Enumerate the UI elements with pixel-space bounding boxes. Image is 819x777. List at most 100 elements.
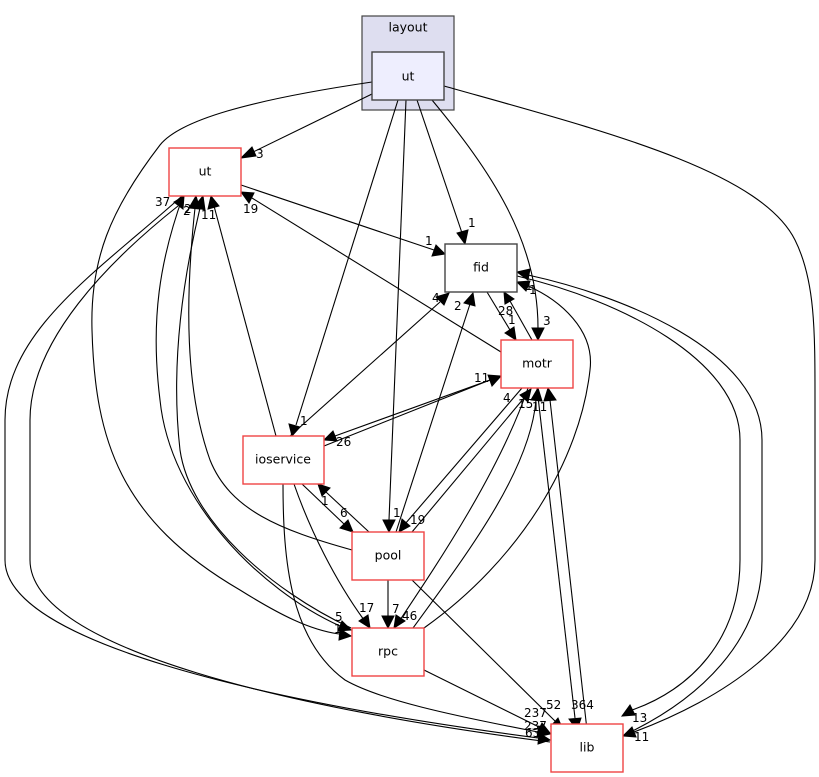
edge-ioservice-to-fid[interactable] bbox=[289, 301, 441, 437]
node-lib[interactable]: lib bbox=[550, 723, 624, 773]
arrowhead bbox=[456, 229, 469, 246]
edge-ioservice-to-lib[interactable] bbox=[282, 483, 539, 733]
node-fid-label: fid bbox=[473, 260, 489, 275]
edge-ioservice-to-rpc[interactable] bbox=[293, 483, 365, 621]
edge-ut-to-rpc[interactable] bbox=[155, 195, 341, 627]
edge-label: 37 bbox=[155, 195, 170, 209]
edge-pool-to-lib[interactable] bbox=[411, 579, 557, 723]
edge-ut-to-lib[interactable] bbox=[4, 195, 539, 739]
arrowhead bbox=[358, 614, 371, 630]
edge-label: 46 bbox=[402, 609, 417, 623]
edge-label: 3 bbox=[543, 314, 551, 328]
edge-motr-to-rpc[interactable] bbox=[399, 387, 529, 621]
arrowhead bbox=[317, 483, 331, 497]
edge-rpc-to-ut[interactable] bbox=[176, 207, 352, 629]
arrowhead bbox=[435, 292, 450, 306]
arrowhead bbox=[503, 290, 515, 305]
edge-lib-to-fid[interactable] bbox=[527, 274, 763, 737]
arrowhead bbox=[543, 386, 557, 402]
edge-fid-to-lib[interactable] bbox=[516, 275, 741, 711]
arrowhead bbox=[531, 327, 545, 342]
edge-label: 1 bbox=[321, 494, 329, 508]
edge-lib-to-motr[interactable] bbox=[549, 399, 588, 731]
edge-rpc-to-lib[interactable] bbox=[423, 669, 540, 728]
edge-layout-ut-to-lib[interactable] bbox=[443, 85, 816, 733]
cluster-layout-label: layout bbox=[388, 20, 427, 35]
node-motr-box[interactable] bbox=[500, 339, 574, 389]
arrowhead bbox=[515, 268, 531, 281]
edge-label: 3 bbox=[256, 147, 264, 161]
node-lib-label: lib bbox=[580, 740, 595, 755]
node-ioservice[interactable]: ioservice bbox=[242, 435, 325, 485]
edge-ut-to-fid[interactable] bbox=[240, 184, 435, 251]
node-ut[interactable]: ut bbox=[168, 147, 242, 197]
edge-motr-to-lib[interactable] bbox=[536, 387, 576, 719]
edge-label: 2 bbox=[454, 299, 462, 313]
arrowhead bbox=[515, 280, 531, 292]
node-rpc[interactable]: rpc bbox=[351, 627, 425, 677]
arrowhead bbox=[487, 374, 503, 387]
edge-label: 13 bbox=[632, 711, 647, 725]
edge-label: 11 bbox=[474, 371, 489, 385]
edge-label: 1 bbox=[508, 313, 516, 327]
node-motr[interactable]: motr bbox=[500, 339, 574, 389]
edge-label: 1 bbox=[529, 283, 537, 297]
arrowhead bbox=[239, 146, 257, 159]
node-lib-box[interactable] bbox=[550, 723, 624, 773]
edge-label: 11 bbox=[532, 400, 547, 414]
edge-motr-to-ut[interactable] bbox=[251, 197, 502, 353]
arrowhead bbox=[431, 244, 447, 257]
edge-fid-to-motr[interactable] bbox=[486, 291, 511, 331]
edge-rpc-to-fid[interactable] bbox=[423, 285, 591, 629]
edge-ioservice-to-ut[interactable] bbox=[213, 205, 277, 437]
node-pool-box[interactable] bbox=[351, 531, 425, 581]
edge-label: 19 bbox=[410, 513, 425, 527]
arrowhead bbox=[338, 628, 353, 641]
node-fid[interactable]: fid bbox=[444, 243, 518, 293]
edge-layout-ut-to-fid[interactable] bbox=[416, 99, 463, 234]
node-pool[interactable]: pool bbox=[351, 531, 425, 581]
edge-layout-ut-to-motr[interactable] bbox=[431, 99, 539, 329]
edge-motr-to-pool[interactable] bbox=[404, 387, 523, 525]
edge-layout-ut-to-pool[interactable] bbox=[388, 99, 407, 521]
node-ioservice-box[interactable] bbox=[242, 435, 325, 485]
edge-motr-to-ioservice[interactable] bbox=[334, 375, 502, 437]
edge-label: 237 bbox=[524, 706, 547, 720]
edge-label: 237 bbox=[524, 719, 547, 733]
node-rpc-box[interactable] bbox=[351, 627, 425, 677]
edge-rpc-to-motr[interactable] bbox=[412, 399, 537, 629]
arrowhead bbox=[393, 614, 406, 630]
node-fid-box[interactable] bbox=[444, 243, 518, 293]
edge-pool-to-motr[interactable] bbox=[411, 397, 525, 533]
arrowhead bbox=[322, 430, 338, 442]
edge-lib-to-ut[interactable] bbox=[29, 205, 551, 743]
node-layout-ut-box[interactable] bbox=[371, 51, 445, 101]
edge-ioservice-to-motr[interactable] bbox=[323, 379, 491, 447]
edge-label: 1 bbox=[300, 414, 308, 428]
edge-label: 1 bbox=[393, 506, 401, 520]
edge-label: 11 bbox=[201, 208, 216, 222]
arrowhead bbox=[382, 519, 396, 534]
edge-layout-ut-to-rpc[interactable] bbox=[91, 81, 373, 635]
edge-pool-to-ioservice[interactable] bbox=[325, 491, 370, 533]
edge-pool-to-ut[interactable] bbox=[188, 207, 353, 551]
edge-layout-ut-to-ioservice[interactable] bbox=[295, 99, 399, 426]
edge-label: 5 bbox=[335, 610, 343, 624]
arrowhead bbox=[288, 423, 301, 438]
edge-ioservice-to-pool[interactable] bbox=[301, 483, 345, 525]
edge-label: 11 bbox=[634, 730, 649, 744]
edge-layout-ut-to-ut[interactable] bbox=[248, 93, 373, 155]
edge-label: 1 bbox=[334, 622, 342, 636]
edge-pool-to-fid[interactable] bbox=[395, 303, 471, 533]
arrowhead bbox=[381, 615, 395, 630]
edge-label: 2 bbox=[183, 204, 191, 218]
node-layout-ut-label: ut bbox=[402, 69, 415, 84]
node-ut-label: ut bbox=[199, 164, 212, 179]
node-ut-box[interactable] bbox=[168, 147, 242, 197]
node-layout-ut[interactable]: ut bbox=[371, 51, 445, 101]
arrowhead bbox=[239, 191, 255, 204]
edge-motr-to-fid[interactable] bbox=[509, 300, 533, 341]
edge-label: 17 bbox=[359, 601, 374, 615]
edge-label: 52 bbox=[546, 698, 561, 712]
